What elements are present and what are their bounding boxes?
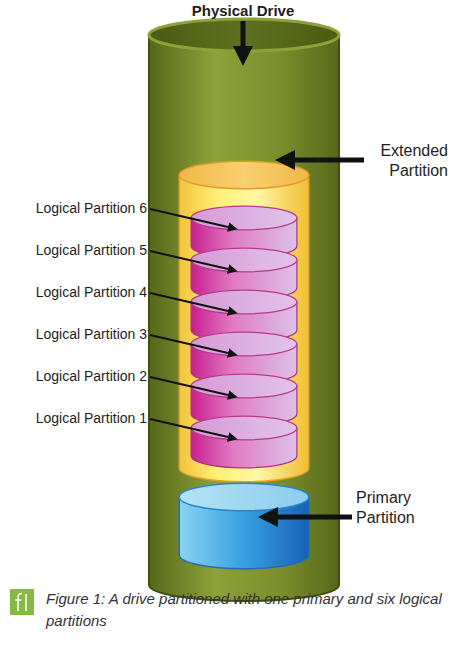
cylinder-top	[149, 19, 339, 51]
cylinder-top	[179, 483, 309, 511]
icon-glyph	[25, 594, 27, 611]
icon-glyph	[15, 594, 22, 612]
figure-icon	[10, 589, 34, 615]
cylinder-top	[191, 290, 297, 314]
figure-caption: Figure 1: A drive partitioned with one p…	[46, 588, 451, 632]
cylinder-top	[191, 332, 297, 356]
cylinder-body	[179, 175, 309, 482]
cylinder-top	[191, 416, 297, 440]
partition-label: Primary Partition	[356, 488, 446, 528]
cylinder-top	[179, 161, 309, 189]
icon-square	[10, 589, 34, 615]
partition-label: Logical Partition 2	[5, 368, 147, 386]
node-outline	[190, 415, 298, 469]
extended-partition-cylinder: Logical Partition 6Logical Partition 5Lo…	[178, 160, 310, 483]
partition-label: Logical Partition 4	[5, 284, 147, 302]
cylinder-top	[191, 206, 297, 230]
partition-label: Extended Partition	[364, 141, 448, 181]
node-outline	[178, 482, 310, 570]
drive-label: Physical Drive	[183, 2, 303, 21]
physical-drive-cylinder: Logical Partition 6Logical Partition 5Lo…	[147, 17, 341, 603]
primary-partition-cylinder: Primary Partition	[178, 482, 310, 570]
partition-label: Logical Partition 1	[5, 410, 147, 428]
partition-label: Logical Partition 3	[5, 326, 147, 344]
cylinder-body	[149, 35, 339, 601]
partition-label: Logical Partition 6	[5, 200, 147, 218]
partition-label: Logical Partition 5	[5, 242, 147, 260]
cylinder-top	[191, 374, 297, 398]
cylinder-top	[191, 248, 297, 272]
logical-partition-disc: Logical Partition 1	[190, 415, 298, 469]
